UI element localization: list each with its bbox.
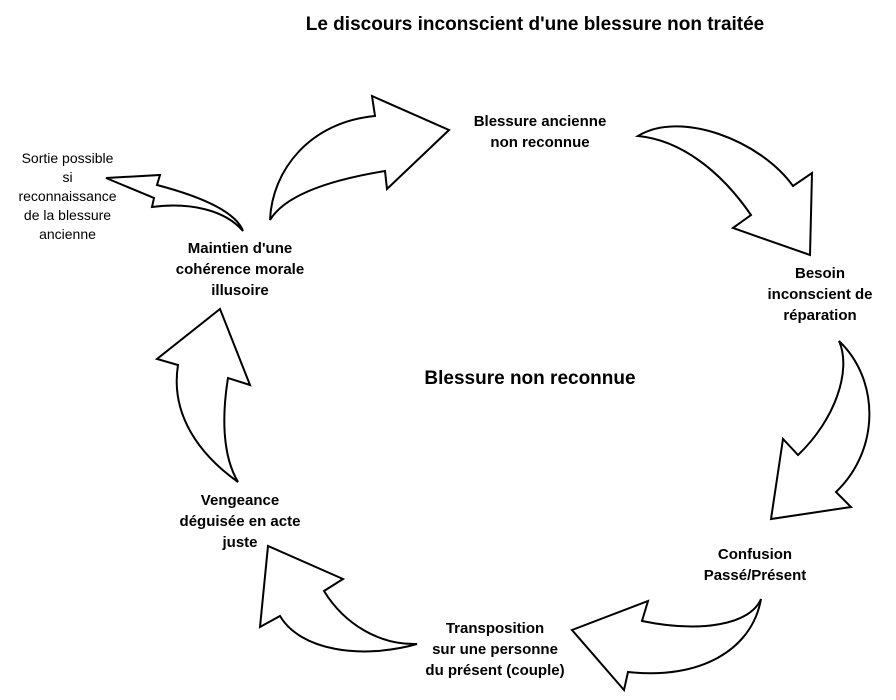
center-label: Blessure non reconnue [424,368,636,389]
node-line: sur une personne [432,641,558,658]
node-line: illusoire [211,282,269,299]
node-line: Besoin [794,265,845,282]
arrow-maintien-to-exit [105,173,244,232]
node-transposition: Transposition sur une personne du présen… [400,618,590,681]
node-line: juste [222,534,258,551]
exit-note: Sortie possible si reconnaissance de la … [5,149,130,244]
diagram-title: Le discours inconscient d'une blessure n… [305,14,765,35]
node-line: déguisée en acte [179,513,301,530]
node-line: Transposition [445,620,545,637]
node-line: réparation [783,307,857,324]
arrow-transposition-to-vengeance [258,544,418,653]
note-line: Sortie possible [21,150,114,166]
node-line: non reconnue [490,134,590,151]
node-confusion: Confusion Passé/Présent [680,544,830,586]
note-line: reconnaissance [18,188,117,204]
node-line: cohérence morale [175,261,305,278]
note-line: de la blessure [23,207,112,223]
node-line: Confusion [717,546,793,563]
note-line: ancienne [39,226,96,242]
arrow-maintien-to-blessure [269,94,451,221]
node-besoin-reparation: Besoin inconscient de réparation [745,263,895,326]
node-line: Vengeance [200,492,280,509]
node-line: Maintien d'une [187,240,293,257]
node-maintien: Maintien d'une cohérence morale illusoir… [150,238,330,301]
arrow-vengeance-to-maintien [154,307,252,483]
node-line: du présent (couple) [425,662,565,679]
node-blessure-ancienne: Blessure ancienne non reconnue [455,111,625,153]
node-line: inconscient de [767,286,873,303]
arrow-besoin-to-confusion [769,340,871,521]
note-line: si [62,169,73,185]
arrow-blessure-to-besoin [634,125,814,257]
node-vengeance: Vengeance déguisée en acte juste [155,490,325,553]
arrow-confusion-to-transposition [570,598,762,693]
node-line: Passé/Présent [703,567,807,584]
node-line: Blessure ancienne [473,113,607,130]
